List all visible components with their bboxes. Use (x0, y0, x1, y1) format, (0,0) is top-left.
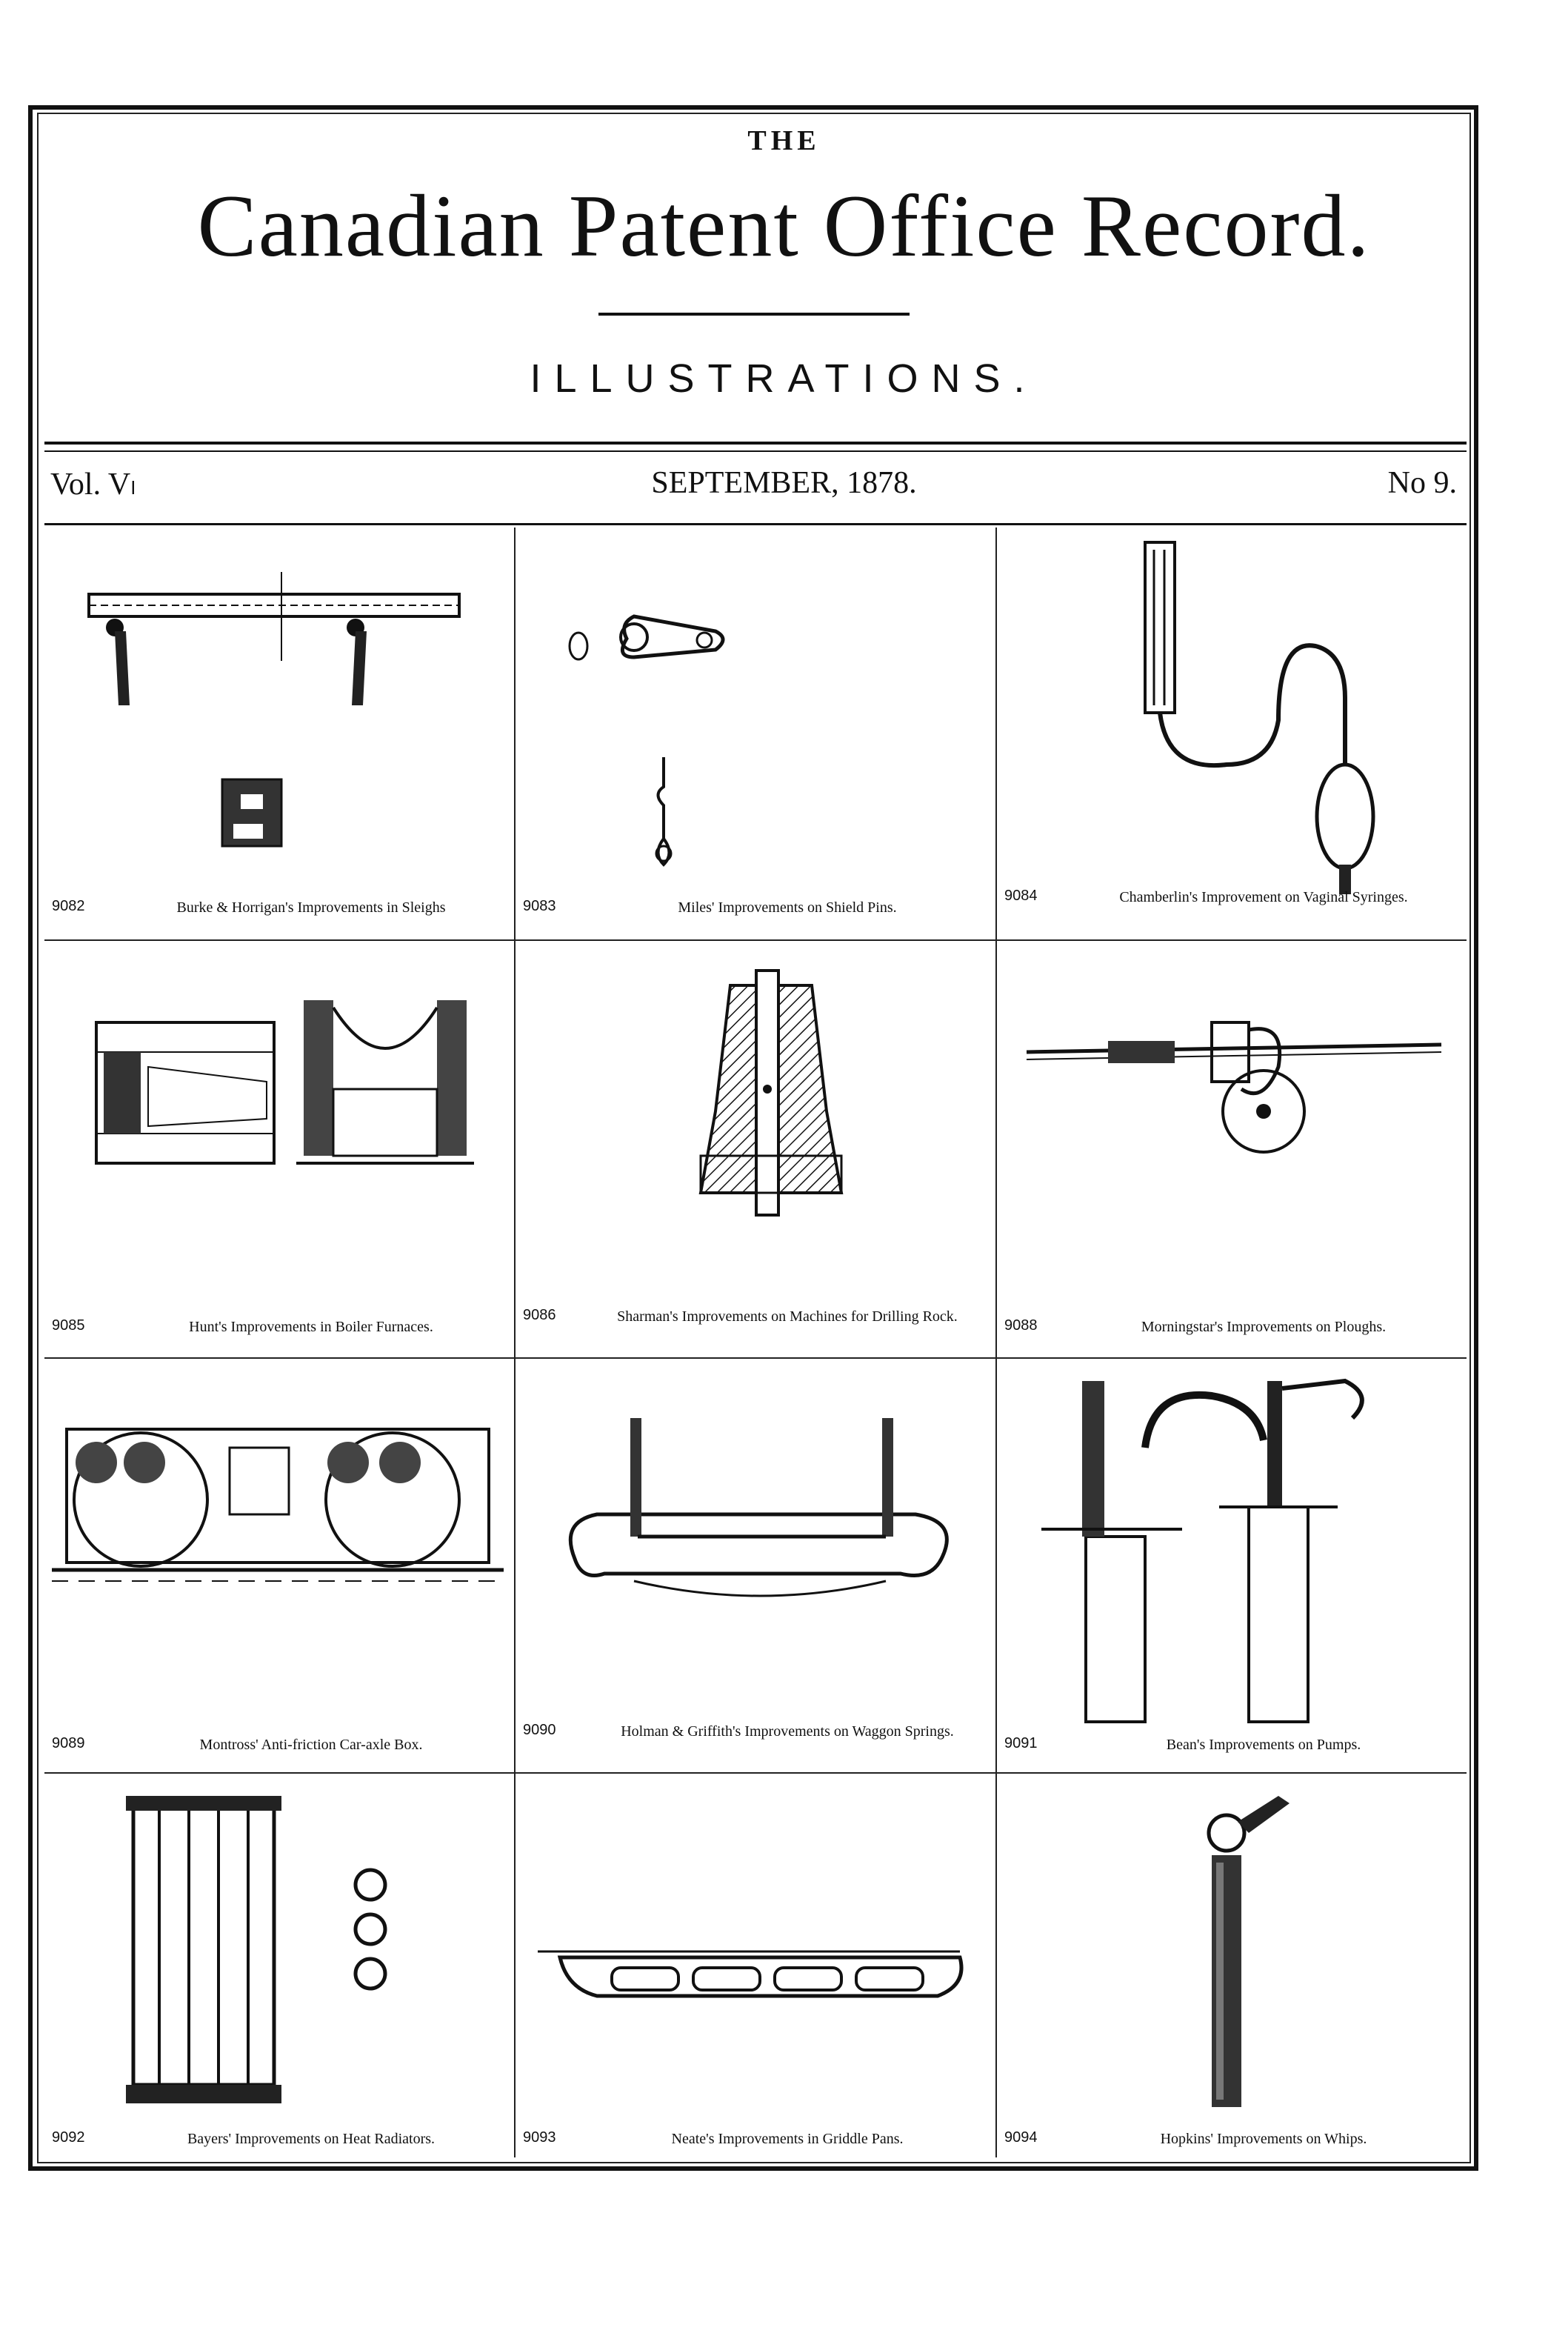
plate-number: 9088 (1004, 1317, 1038, 1334)
masthead-title: Canadian Patent Office Record. (197, 176, 1371, 275)
grid-divider-h1 (44, 939, 1467, 941)
header-rule-top-thin (44, 450, 1467, 452)
plate-title: Morningstar's Improvements on Ploughs. (1141, 1319, 1387, 1335)
plate-title: Hopkins' Improvements on Whips. (1160, 2131, 1367, 2147)
grid-divider-h2 (44, 1357, 1467, 1359)
pump-illustration (1041, 1378, 1364, 1723)
grid-divider-v2 (995, 528, 997, 2157)
plate-number: 9084 (1004, 888, 1038, 904)
plate-9093: 9093 Neate's Improvements in Griddle Pan… (516, 1774, 995, 2157)
page-frame-inner (37, 113, 1471, 2163)
volume-label: Vol. Vₗ (50, 467, 136, 502)
issue-date: SEPTEMBER, 1878. (651, 466, 917, 500)
plate-9092: 9092 Bayers' Improvements on Heat Radiat… (44, 1774, 514, 2157)
masthead-subtitle: ILLUSTRATIONS. (530, 356, 1038, 401)
plate-number: 9092 (52, 2129, 85, 2146)
plate-title: Neate's Improvements in Griddle Pans. (671, 2131, 904, 2147)
plate-9083: 9083 Miles' Improvements on Shield Pins. (516, 528, 995, 939)
plates-grid: 9082 Burke & Horrigan's Improvements in … (44, 528, 1467, 2157)
plate-title: Sharman's Improvements on Machines for D… (617, 1308, 958, 1325)
plate-number: 9082 (52, 898, 85, 914)
plate-9084: 9084 Chamberlin's Improvement on Vaginal… (997, 528, 1467, 939)
griddle-pan-illustration (538, 1950, 964, 1998)
plate-title: Miles' Improvements on Shield Pins. (678, 899, 897, 916)
waggon-spring-illustration (568, 1418, 949, 1597)
plate-number: 9083 (523, 898, 556, 914)
grid-divider-v1 (514, 528, 516, 2157)
plate-title: Holman & Griffith's Improvements on Wagg… (621, 1723, 954, 1740)
plate-title: Hunt's Improvements in Boiler Furnaces. (189, 1319, 433, 1335)
plate-number: 9091 (1004, 1735, 1038, 1751)
plate-title: Montross' Anti-friction Car-axle Box. (199, 1737, 423, 1753)
plate-9082: 9082 Burke & Horrigan's Improvements in … (44, 528, 514, 939)
boiler-furnace-illustration (95, 1000, 474, 1165)
plate-title: Chamberlin's Improvement on Vaginal Syri… (1119, 889, 1408, 905)
plough-illustration (1026, 1021, 1442, 1154)
plate-title: Burke & Horrigan's Improvements in Sleig… (176, 899, 446, 916)
car-axle-box-illustration (52, 1428, 504, 1582)
plate-9088: 9088 Morningstar's Improvements on Ploug… (997, 941, 1467, 1357)
plate-number: 9086 (523, 1307, 556, 1323)
plate-9086: 9086 Sharman's Improvements on Machines … (516, 941, 995, 1357)
plate-title: Bean's Improvements on Pumps. (1166, 1737, 1361, 1753)
syringe-illustration (1144, 541, 1375, 894)
plate-9094: 9094 Hopkins' Improvements on Whips. (997, 1774, 1467, 2157)
issue-number: No 9. (1387, 466, 1457, 500)
plate-number: 9085 (52, 1317, 85, 1334)
header-rule-top (44, 442, 1467, 445)
plate-number: 9089 (52, 1735, 85, 1751)
rock-drill-illustration (698, 969, 844, 1217)
plate-9085: 9085 Hunt's Improvements in Boiler Furna… (44, 941, 514, 1357)
masthead-the: THE (747, 125, 821, 156)
plate-number: 9093 (523, 2129, 556, 2146)
plate-number: 9094 (1004, 2129, 1038, 2146)
sleigh-illustration (87, 572, 461, 848)
header-rule-bottom (44, 523, 1467, 525)
page-frame (28, 105, 1478, 2171)
grid-divider-h3 (44, 1772, 1467, 1774)
plate-9090: 9090 Holman & Griffith's Improvements on… (516, 1359, 995, 1772)
plate-number: 9090 (523, 1722, 556, 1738)
plate-title: Bayers' Improvements on Heat Radiators. (187, 2131, 436, 2147)
heat-radiator-illustration (126, 1796, 387, 2103)
title-rule (598, 313, 910, 316)
whip-illustration (1207, 1796, 1290, 2107)
plate-9089: 9089 Montross' Anti-friction Car-axle Bo… (44, 1359, 514, 1772)
plate-9091: 9091 Bean's Improvements on Pumps. (997, 1359, 1467, 1772)
shield-pin-illustration (568, 614, 725, 867)
